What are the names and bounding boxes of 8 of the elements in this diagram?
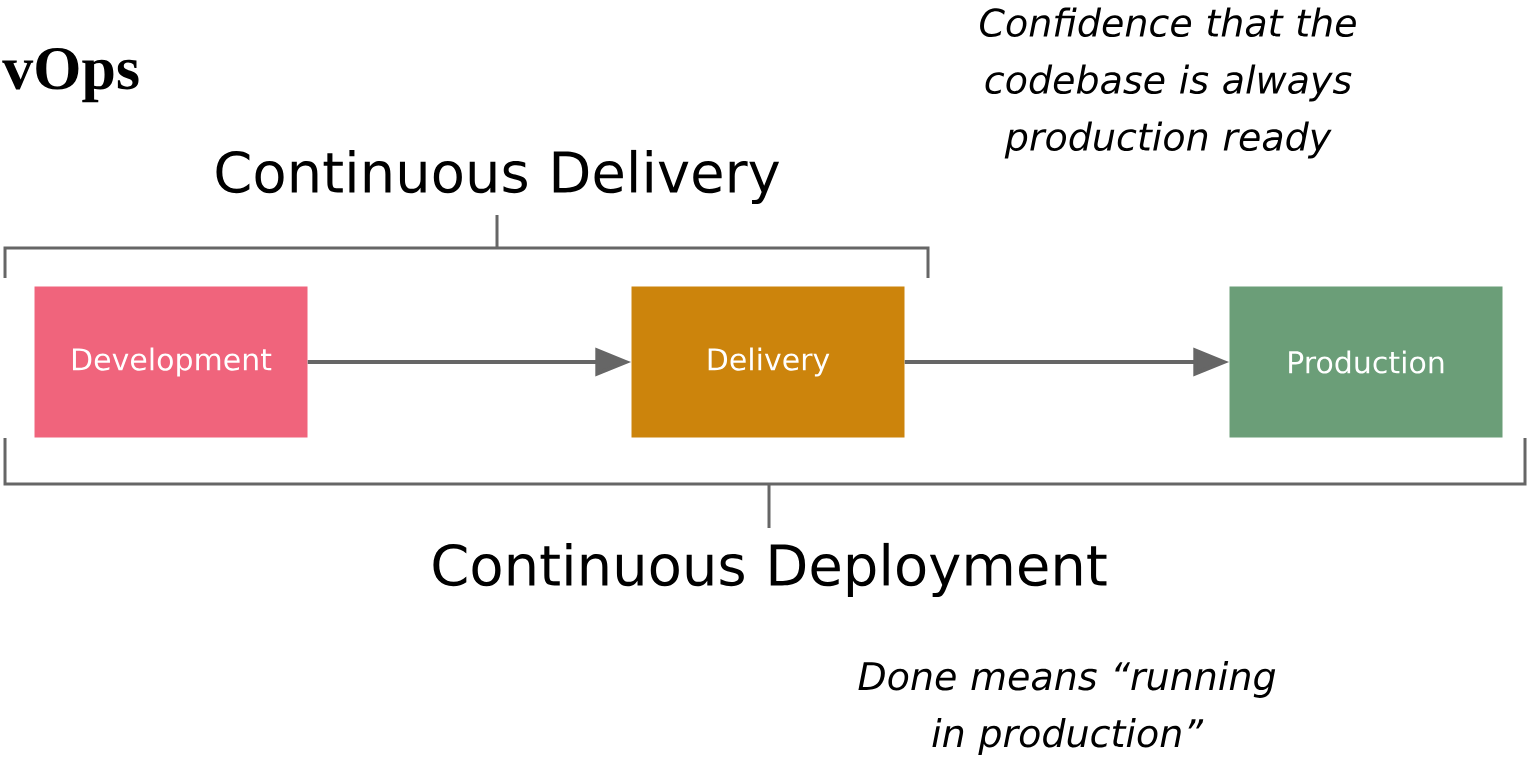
note: Done means “running in production” [858,661,1276,755]
note: Confidence that the codebase is always production ready [980,7,1356,159]
process-box: Development [34,286,308,438]
bracket-label: Continuous Deployment [433,542,1107,598]
process-box: Production [1229,286,1503,438]
process-box: Delivery [631,286,905,438]
bracket-label: Continuous Delivery [216,149,780,205]
title: vOps [2,47,139,103]
